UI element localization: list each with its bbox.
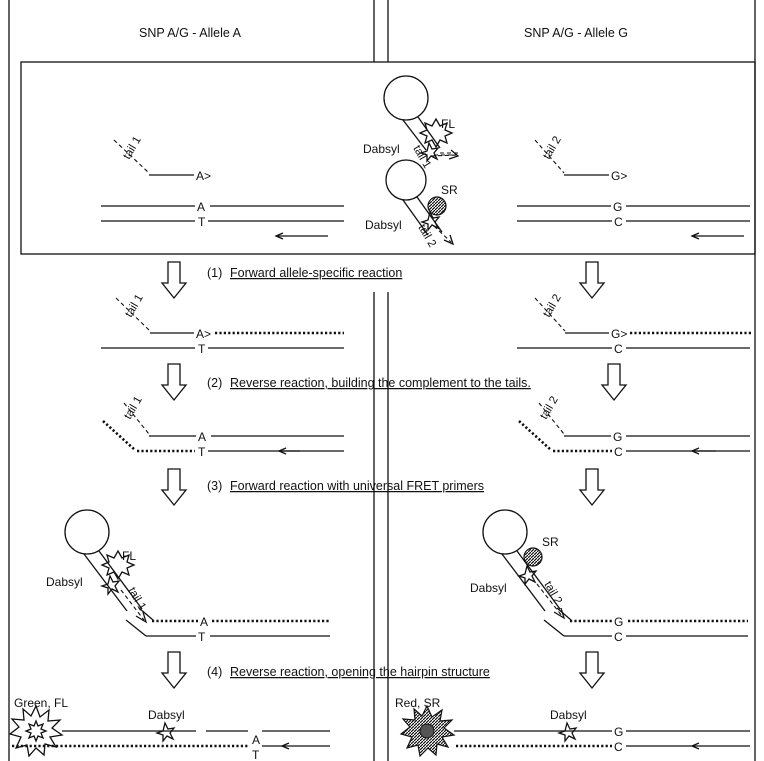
primer-g-label: G> xyxy=(611,169,627,183)
tail-2-label: tail 2 xyxy=(541,134,564,161)
step-2-arrow-right xyxy=(600,363,628,402)
red-sr-label: Red, SR xyxy=(395,696,441,710)
dabsyl-quencher-icon xyxy=(516,564,538,586)
step-2-label: Reverse reaction, building the complemen… xyxy=(230,376,531,390)
dabsyl-label: Dabsyl xyxy=(550,708,587,722)
step-1-number: (1) xyxy=(207,266,222,280)
fl-fluorophore-icon xyxy=(100,549,136,581)
step-3-number: (3) xyxy=(207,479,222,493)
fret-primer-sr: SR Dabsyl tail 2 xyxy=(365,159,458,250)
step-3-allele-a: FL Dabsyl tail 1 A T xyxy=(46,509,330,644)
tail-1-label: tail 1 xyxy=(125,586,148,613)
step-3-arrow-right xyxy=(578,468,606,507)
sr-fluorophore-icon xyxy=(523,547,543,567)
step-4-allele-a: Green, FL Dabsyl A T xyxy=(8,696,330,761)
base-g-label: G xyxy=(614,725,623,739)
fl-label: FL xyxy=(441,117,455,131)
step-1-arrow-left xyxy=(160,261,188,300)
primer-a-label: A> xyxy=(196,327,211,341)
step-2-number: (2) xyxy=(207,376,222,390)
base-c-label: C xyxy=(614,342,623,356)
step-3-arrow-left xyxy=(160,468,188,507)
green-fl-label: Green, FL xyxy=(14,696,68,710)
tail-2-label: tail 2 xyxy=(541,292,564,319)
primer-a-label: A> xyxy=(196,169,211,183)
step-4-number: (4) xyxy=(207,665,222,679)
step-3-label: Forward reaction with universal FRET pri… xyxy=(230,479,484,493)
base-a-label: A xyxy=(198,430,206,444)
step-4-label: Reverse reaction, opening the hairpin st… xyxy=(230,665,490,679)
step-1-label: Forward allele-specific reaction xyxy=(230,266,402,280)
step-4-arrow-left xyxy=(160,651,188,690)
base-a-label: A xyxy=(197,200,205,214)
step-4-arrow-right xyxy=(578,651,606,690)
green-fl-emission-icon xyxy=(8,704,64,758)
dabsyl-quencher-icon xyxy=(556,721,578,743)
dabsyl-label: Dabsyl xyxy=(363,142,400,156)
step-2-arrow-left xyxy=(160,363,188,402)
base-t-label: T xyxy=(198,342,206,356)
dabsyl-quencher-icon xyxy=(419,210,441,232)
header-allele-a: SNP A/G - Allele A xyxy=(139,26,242,40)
tail-1-label: tail 1 xyxy=(121,134,144,161)
base-t-label: T xyxy=(198,630,206,644)
fret-primer-fl: FL Dabsyl tail 1 xyxy=(363,75,460,171)
initial-state-box xyxy=(20,61,756,255)
step-3-allele-g: SR Dabsyl tail 2 G C xyxy=(470,509,748,644)
allele-a-specific-primer: tail 1 A> xyxy=(113,134,211,183)
dabsyl-label: Dabsyl xyxy=(365,218,402,232)
sr-label: SR xyxy=(441,183,458,197)
allele-a-template: A T xyxy=(101,200,344,240)
step-1-allele-a: tail 1 A> T xyxy=(101,292,344,356)
tail-1-label: tail 1 xyxy=(122,394,145,421)
step-2-allele-a: tail 1 A T xyxy=(102,394,344,459)
base-g-label: G xyxy=(614,615,623,629)
primer-g-label: G> xyxy=(611,327,627,341)
fl-fluorophore-icon xyxy=(418,117,454,149)
dabsyl-quencher-icon xyxy=(154,721,176,743)
base-c-label: C xyxy=(614,445,623,459)
dabsyl-quencher-icon xyxy=(99,574,121,596)
base-a-label: A xyxy=(200,615,208,629)
tail-2-label: tail 2 xyxy=(538,394,561,421)
base-c-label: C xyxy=(614,740,623,754)
tail-2-label: tail 2 xyxy=(541,580,564,607)
step-4-allele-g: Red, SR Dabsyl G C xyxy=(395,696,750,758)
allele-g-template: G C xyxy=(517,200,750,240)
allele-g-specific-primer: tail 2 G> xyxy=(534,134,627,183)
tail-1-label: tail 1 xyxy=(123,292,146,319)
base-t-label: T xyxy=(198,445,206,459)
base-c-label: C xyxy=(614,630,623,644)
tail-1-probe-label: tail 1 xyxy=(410,144,433,171)
dabsyl-label: Dabsyl xyxy=(46,575,83,589)
dabsyl-label: Dabsyl xyxy=(470,581,507,595)
step-1-allele-g: tail 2 G> C xyxy=(517,292,752,356)
dabsyl-label: Dabsyl xyxy=(148,708,185,722)
base-t-label: T xyxy=(252,748,260,761)
base-c-label: C xyxy=(614,215,623,229)
sr-label: SR xyxy=(542,535,559,549)
step-2-allele-g: tail 2 G C xyxy=(518,394,750,459)
base-a-label: A xyxy=(252,733,260,747)
base-t-label: T xyxy=(198,215,206,229)
step-1-arrow-right xyxy=(578,261,606,300)
base-g-label: G xyxy=(613,200,622,214)
header-allele-g: SNP A/G - Allele G xyxy=(524,26,628,40)
sr-fluorophore-icon xyxy=(427,196,447,216)
fl-label: FL xyxy=(122,549,136,563)
base-g-label: G xyxy=(613,430,622,444)
